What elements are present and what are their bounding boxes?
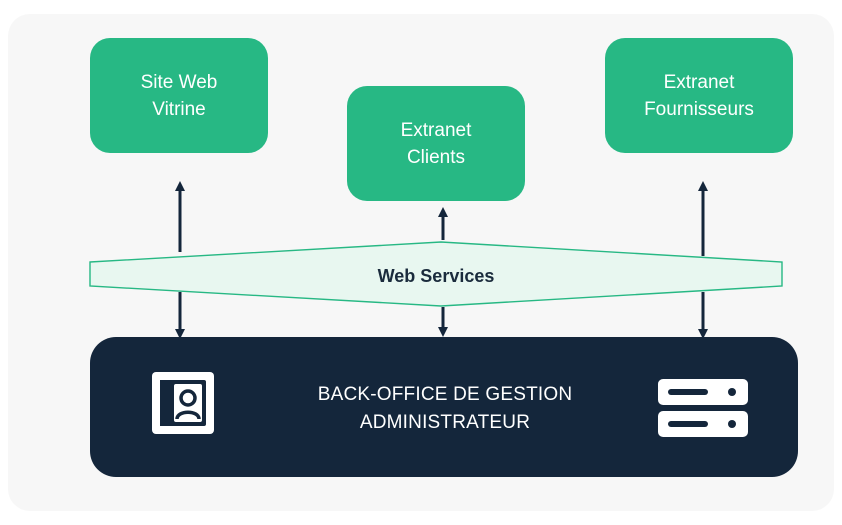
node-extranet-clients: Extranet Clients [347,86,525,201]
server-icon [658,379,748,437]
node-extranet-fournisseurs: Extranet Fournisseurs [605,38,793,153]
node-label-line2: Fournisseurs [644,98,754,120]
back-office-title: BACK-OFFICE DE GESTION ADMINISTRATEUR [270,381,620,437]
web-services-label: Web Services [377,266,495,286]
web-services-band [89,241,783,307]
back-office-title-line1: BACK-OFFICE DE GESTION [317,384,573,405]
node-label-line2: Clients [406,146,466,168]
node-label-line1: Site Web [140,71,218,93]
node-site-web-vitrine: Site Web Vitrine [90,38,268,153]
back-office-title-line2: ADMINISTRATEUR [359,412,531,433]
node-label-line1: Extranet [663,71,735,93]
node-label-line2: Vitrine [152,98,206,120]
user-profile-icon [152,372,214,434]
back-office-panel: BACK-OFFICE DE GESTION ADMINISTRATEUR [90,337,798,477]
node-label-line1: Extranet [400,119,472,141]
